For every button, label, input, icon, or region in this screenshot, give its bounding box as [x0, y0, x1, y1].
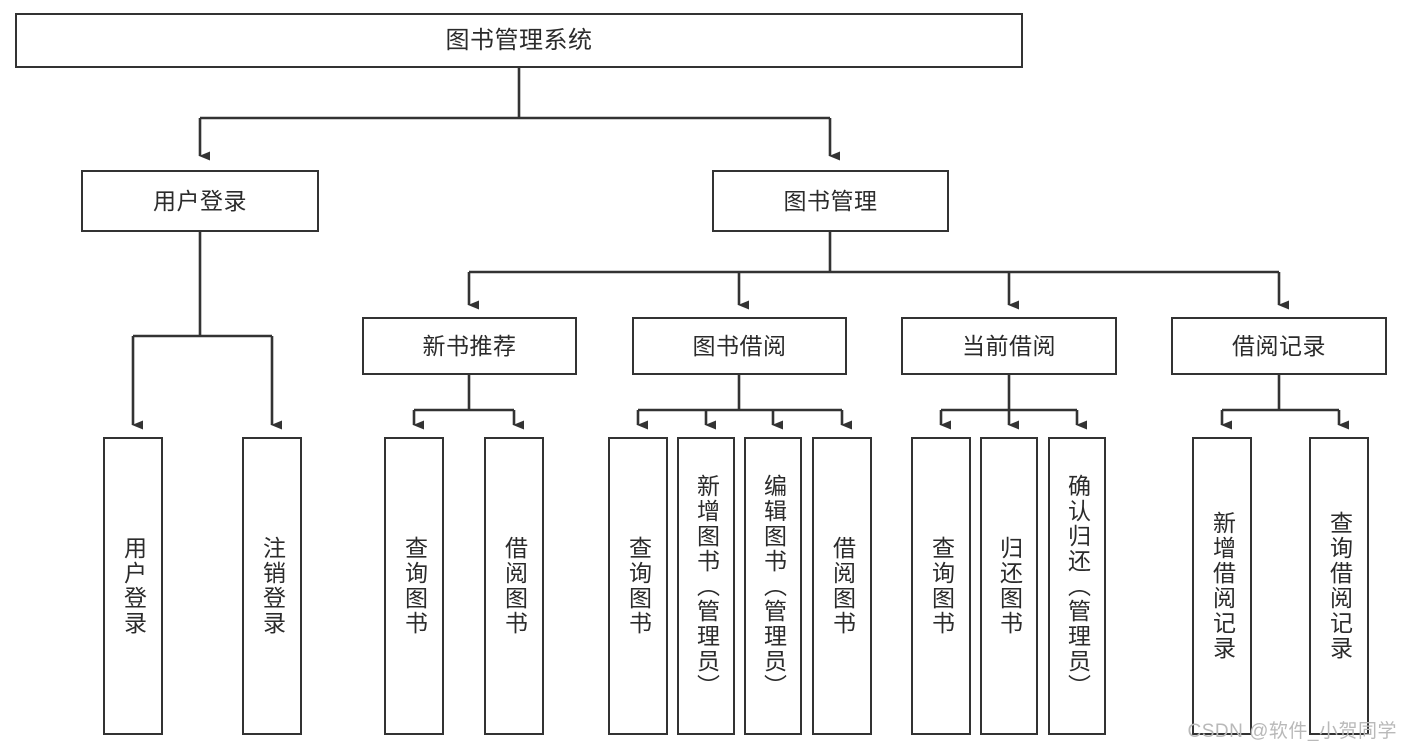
leaf-confirm-return-admin[interactable]: 确认归还（管理员） — [1048, 437, 1106, 735]
node-label: 图书借阅 — [692, 332, 787, 359]
leaf-add-book-admin[interactable]: 新增图书（管理员） — [677, 437, 735, 735]
node-label: 图书管理系统 — [445, 26, 593, 54]
node-label: 借阅图书 — [501, 536, 528, 636]
node-new-book-recommendation[interactable]: 新书推荐 — [362, 317, 577, 375]
node-label: 查询图书 — [928, 536, 955, 636]
leaf-query-book-new-rec[interactable]: 查询图书 — [384, 437, 444, 735]
node-label: 查询图书 — [625, 536, 652, 636]
leaf-query-borrow-record[interactable]: 查询借阅记录 — [1309, 437, 1369, 735]
leaf-query-book-current[interactable]: 查询图书 — [911, 437, 971, 735]
node-label: 借阅记录 — [1232, 332, 1326, 359]
node-user-login[interactable]: 用户登录 — [81, 170, 319, 232]
node-current-borrowing[interactable]: 当前借阅 — [901, 317, 1117, 375]
leaf-add-borrow-record[interactable]: 新增借阅记录 — [1192, 437, 1252, 735]
node-label: 图书管理 — [783, 187, 878, 214]
node-label: 注销登录 — [259, 536, 286, 636]
node-label: 新增图书（管理员） — [693, 473, 720, 699]
node-label: 用户登录 — [153, 187, 247, 214]
node-label: 新增借阅记录 — [1209, 511, 1236, 661]
node-borrowing-record[interactable]: 借阅记录 — [1171, 317, 1387, 375]
node-label: 确认归还（管理员） — [1064, 473, 1091, 699]
node-label: 借阅图书 — [829, 536, 856, 636]
leaf-return-book[interactable]: 归还图书 — [980, 437, 1038, 735]
node-label: 查询图书 — [401, 536, 428, 636]
leaf-borrow-book-new-rec[interactable]: 借阅图书 — [484, 437, 544, 735]
leaf-edit-book-admin[interactable]: 编辑图书（管理员） — [744, 437, 802, 735]
node-label: 当前借阅 — [962, 332, 1056, 359]
leaf-query-book-borrow[interactable]: 查询图书 — [608, 437, 668, 735]
leaf-logout[interactable]: 注销登录 — [242, 437, 302, 735]
node-book-borrowing[interactable]: 图书借阅 — [632, 317, 847, 375]
leaf-borrow-book[interactable]: 借阅图书 — [812, 437, 872, 735]
leaf-user-login[interactable]: 用户登录 — [103, 437, 163, 735]
node-label: 归还图书 — [996, 536, 1023, 636]
node-root-book-management-system[interactable]: 图书管理系统 — [15, 13, 1023, 68]
node-label: 新书推荐 — [422, 332, 517, 359]
node-label: 用户登录 — [120, 536, 147, 636]
node-label: 查询借阅记录 — [1326, 511, 1353, 661]
node-label: 编辑图书（管理员） — [760, 473, 787, 699]
node-book-management[interactable]: 图书管理 — [712, 170, 949, 232]
